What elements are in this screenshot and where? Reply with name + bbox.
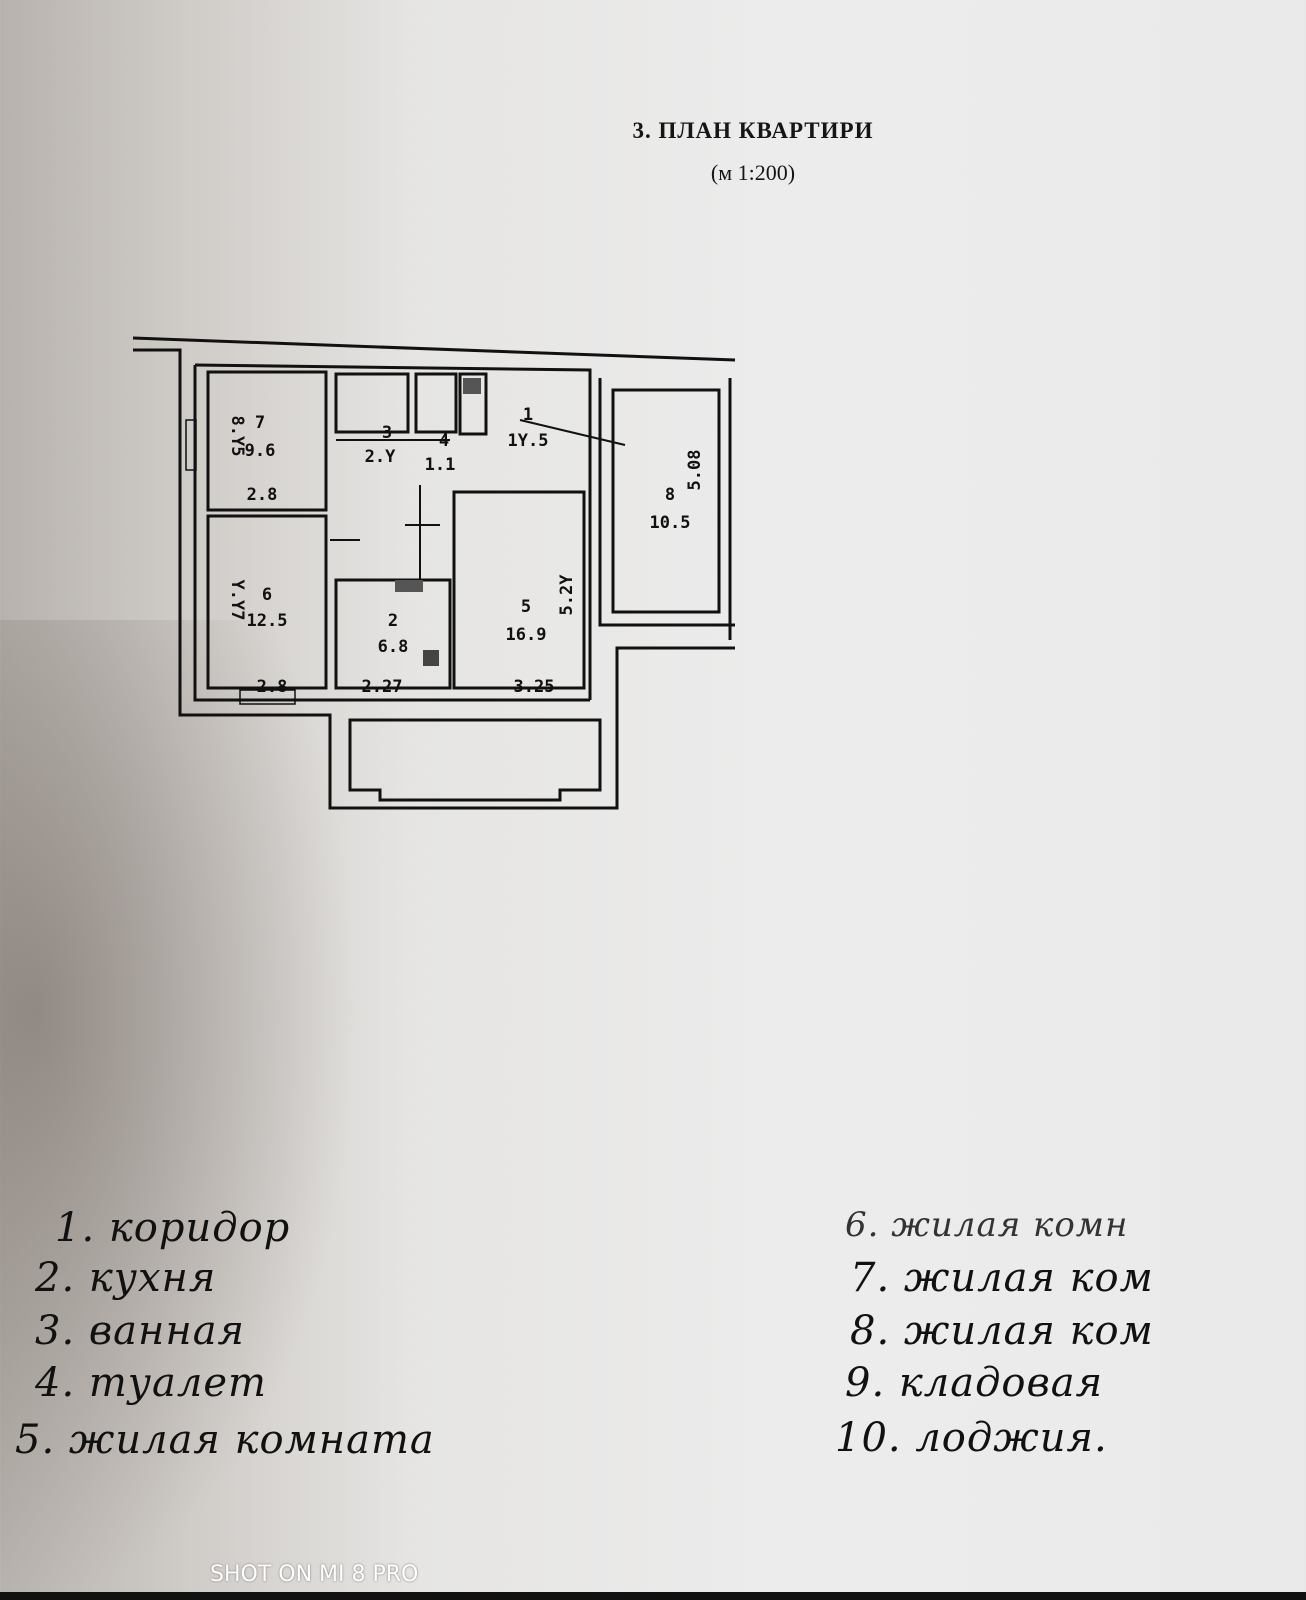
room-6-width: 2.8 xyxy=(257,677,288,697)
legend-item-1: 1. коридор xyxy=(55,1205,291,1251)
room-1-number: 1 xyxy=(523,405,533,425)
photo-shadow xyxy=(0,620,360,1600)
page-title: 3. ПЛАН КВАРТИРИ xyxy=(632,118,874,143)
legend-item-9: 9. кладовая xyxy=(845,1360,1104,1406)
legend-item-10: 10. лоджия. xyxy=(835,1415,1108,1461)
legend-item-7: 7. жилая ком xyxy=(850,1255,1154,1301)
legend-item-3: 3. ванная xyxy=(35,1308,246,1354)
room-6-side: Y.Y7 xyxy=(227,580,247,621)
room-7 xyxy=(206,370,328,512)
room-7-number: 7 xyxy=(255,413,265,433)
room-5-width: 3.25 xyxy=(514,677,555,697)
room-3-area: 2.Y xyxy=(365,447,396,467)
stove xyxy=(423,650,439,666)
room-8 xyxy=(611,388,721,614)
bathroom xyxy=(334,372,410,434)
kitchen-vent xyxy=(395,580,423,592)
toilet xyxy=(414,372,458,434)
right-wall xyxy=(598,378,735,640)
window-west xyxy=(185,419,197,471)
room-5-side: 5.2Y xyxy=(557,574,577,616)
room-5 xyxy=(452,490,586,690)
room-5-area: 16.9 xyxy=(506,625,547,645)
vent-shaft xyxy=(463,378,481,394)
room-8-area: 10.5 xyxy=(650,513,691,533)
scale-label: (м 1:200) xyxy=(710,160,796,185)
room-6 xyxy=(206,514,328,690)
legend-item-2: 2. кухня xyxy=(35,1255,217,1301)
legend-item-8: 8. жилая ком xyxy=(850,1308,1154,1354)
corridor-partitions xyxy=(330,419,626,580)
room-5-number: 5 xyxy=(521,597,531,617)
loggia xyxy=(348,718,602,802)
room-7-area: 9.6 xyxy=(245,441,276,461)
room-8-side: 5.08 xyxy=(685,450,705,491)
room-2-number: 2 xyxy=(388,611,398,631)
room-1-area: 1Y.5 xyxy=(508,431,549,451)
room-4-area: 1.1 xyxy=(425,455,456,475)
room-3-number: 3 xyxy=(382,423,392,443)
camera-watermark: SHOT ON MI 8 PRO xyxy=(210,1562,419,1587)
room-8-number: 8 xyxy=(665,485,675,505)
kitchen xyxy=(334,578,452,690)
room-7-width: 2.8 xyxy=(247,485,278,505)
room-6-area: 12.5 xyxy=(247,611,288,631)
room-2-width: 2.27 xyxy=(362,677,403,697)
room-2-area: 6.8 xyxy=(378,637,409,657)
legend-item-5: 5. жилая комната xyxy=(15,1417,435,1463)
room-6-number: 6 xyxy=(262,585,272,605)
window-south xyxy=(239,689,296,705)
bottom-bar xyxy=(0,1592,1306,1600)
legend-item-6: 6. жилая комн xyxy=(845,1205,1129,1245)
room-7-side: 8.Y5 xyxy=(227,416,247,457)
room-4-number: 4 xyxy=(439,431,449,451)
pantry xyxy=(458,372,488,436)
outer-wall-top xyxy=(132,336,736,810)
top-wall-inner xyxy=(194,363,592,700)
legend-item-4: 4. туалет xyxy=(35,1360,267,1406)
